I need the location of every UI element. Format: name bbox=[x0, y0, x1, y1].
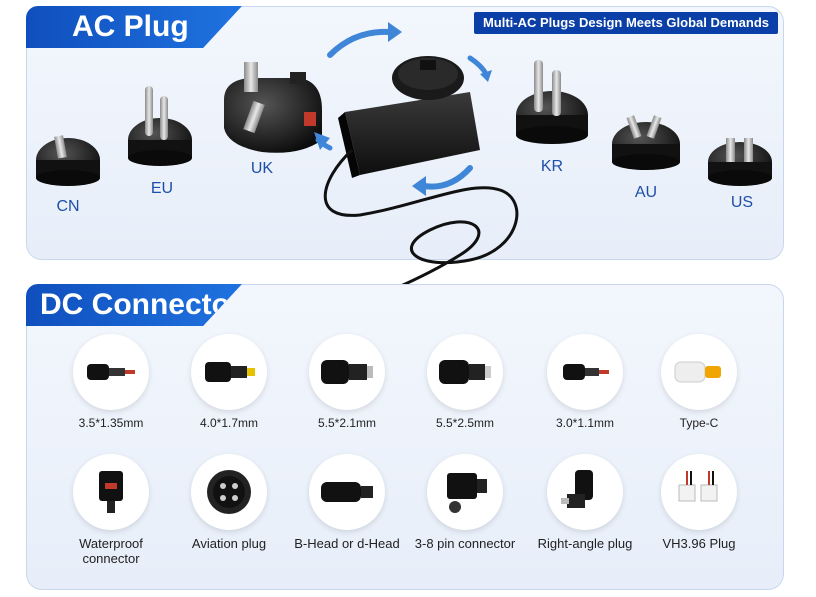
dc-connector-type-c: Type-C bbox=[644, 334, 754, 431]
dc-connector-aviation: Aviation plug bbox=[174, 454, 284, 551]
b-head-plug-icon bbox=[309, 454, 385, 530]
waterproof-plug-icon bbox=[73, 454, 149, 530]
dc-connector-waterproof: Waterproof connector bbox=[56, 454, 166, 566]
dc-connector-3-8-pin: 3-8 pin connector bbox=[410, 454, 520, 551]
ac-plug-title: AC Plug bbox=[26, 6, 242, 48]
dc-connector-3-5x1-35: 3.5*1.35mm bbox=[56, 334, 166, 431]
vh-plug-icon bbox=[661, 454, 737, 530]
plug-label-kr: KR bbox=[540, 158, 564, 175]
plug-label-uk: UK bbox=[250, 160, 274, 177]
us-plug-icon bbox=[708, 138, 772, 186]
cn-plug-icon bbox=[36, 135, 100, 186]
dc-plug-icon bbox=[73, 334, 149, 410]
dc-connector-vh3-96: VH3.96 Plug bbox=[644, 454, 754, 551]
plug-label-au: AU bbox=[634, 184, 658, 201]
dc-connector-4-0x1-7: 4.0*1.7mm bbox=[174, 334, 284, 431]
au-plug-icon bbox=[612, 115, 680, 170]
plug-label-eu: EU bbox=[150, 180, 174, 197]
plug-label-us: US bbox=[730, 194, 754, 211]
usb-c-icon bbox=[661, 334, 737, 410]
dc-plug-icon bbox=[547, 334, 623, 410]
uk-plug-icon bbox=[224, 62, 322, 153]
dc-connector-5-5x2-1: 5.5*2.1mm bbox=[292, 334, 402, 431]
dc-plug-icon bbox=[427, 334, 503, 410]
right-angle-plug-icon bbox=[547, 454, 623, 530]
dc-connector-5-5x2-5: 5.5*2.5mm bbox=[410, 334, 520, 431]
kr-plug-icon bbox=[516, 60, 588, 144]
aviation-plug-icon bbox=[191, 454, 267, 530]
dc-connector-right-angle: Right-angle plug bbox=[530, 454, 640, 551]
dc-connector-title: DC Connector bbox=[26, 284, 242, 326]
power-adapter-icon bbox=[299, 56, 519, 328]
ac-plug-banner: Multi-AC Plugs Design Meets Global Deman… bbox=[474, 12, 778, 34]
dc-plug-icon bbox=[191, 334, 267, 410]
pin-connector-icon bbox=[427, 454, 503, 530]
dc-connector-panel bbox=[26, 284, 784, 590]
dc-connector-3-0x1-1: 3.0*1.1mm bbox=[530, 334, 640, 431]
dc-plug-icon bbox=[309, 334, 385, 410]
dc-connector-b-head: B-Head or d-Head bbox=[292, 454, 402, 551]
rotate-arrow-icon bbox=[314, 22, 492, 196]
eu-plug-icon bbox=[128, 86, 192, 166]
plug-label-cn: CN bbox=[56, 198, 80, 215]
